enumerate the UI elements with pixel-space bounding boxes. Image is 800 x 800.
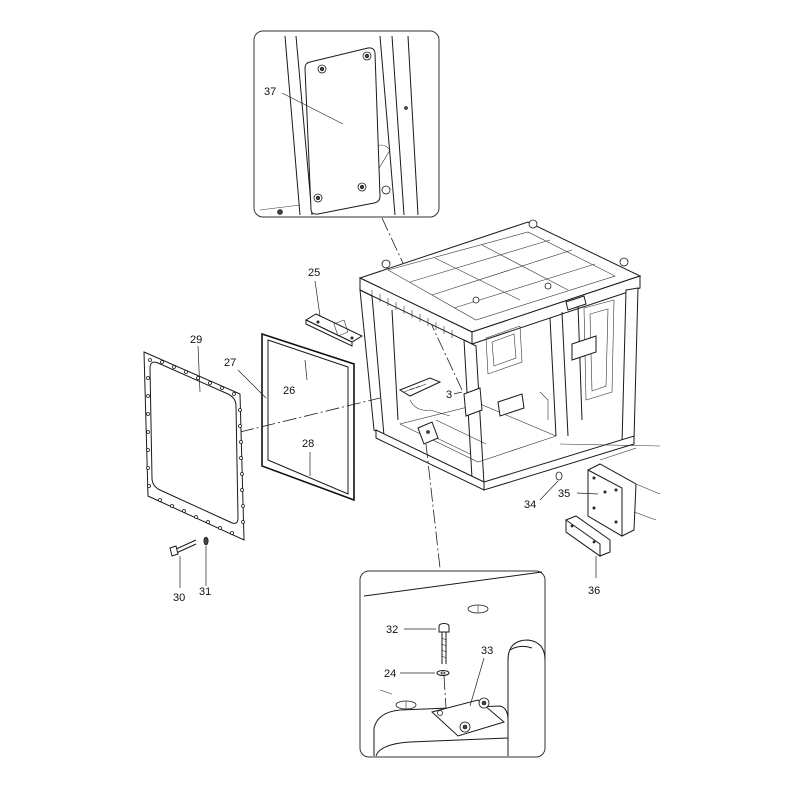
part-36-plate: 36 bbox=[565, 515, 611, 597]
callout-28: 28 bbox=[302, 438, 314, 450]
callout-26: 26 bbox=[283, 385, 295, 397]
callout-32: 32 bbox=[386, 624, 398, 636]
callout-30: 30 bbox=[173, 592, 185, 604]
callout-36: 36 bbox=[588, 585, 600, 597]
part-27-seal: 27 bbox=[224, 357, 267, 399]
callout-33: 33 bbox=[481, 645, 493, 657]
callout-24: 24 bbox=[384, 668, 396, 680]
part-24-washer: 24 bbox=[384, 668, 450, 680]
detail-chain-line-bottom bbox=[425, 443, 441, 569]
callout-37: 37 bbox=[264, 86, 276, 98]
access-cover-plate bbox=[304, 47, 381, 215]
part-34-washer: 34 bbox=[524, 471, 563, 511]
callout-35: 35 bbox=[558, 488, 570, 500]
detail-inset-top: 37 bbox=[253, 30, 440, 218]
assembly-axis-side bbox=[239, 397, 381, 433]
callout-31: 31 bbox=[199, 586, 211, 598]
part-30-bolt: 30 bbox=[169, 539, 197, 604]
callout-25: 25 bbox=[308, 267, 320, 279]
callout-27: 27 bbox=[224, 357, 236, 369]
part-25-plate: 25 bbox=[304, 267, 364, 347]
callout-29: 29 bbox=[190, 334, 202, 346]
hatch-plate bbox=[430, 699, 506, 737]
cab-frame bbox=[358, 219, 661, 491]
part-29-side-panel: 29 bbox=[143, 334, 245, 541]
part-35-plate: 35 bbox=[558, 463, 661, 537]
callout-34: 34 bbox=[524, 499, 536, 511]
part-32-screw: 32 bbox=[386, 623, 450, 664]
callout-3: 3 bbox=[446, 389, 452, 401]
part-26-window-glass: 26 28 bbox=[261, 332, 355, 502]
detail-inset-bottom: 32 24 33 bbox=[359, 570, 546, 758]
part-31-washer: 31 bbox=[199, 536, 211, 598]
